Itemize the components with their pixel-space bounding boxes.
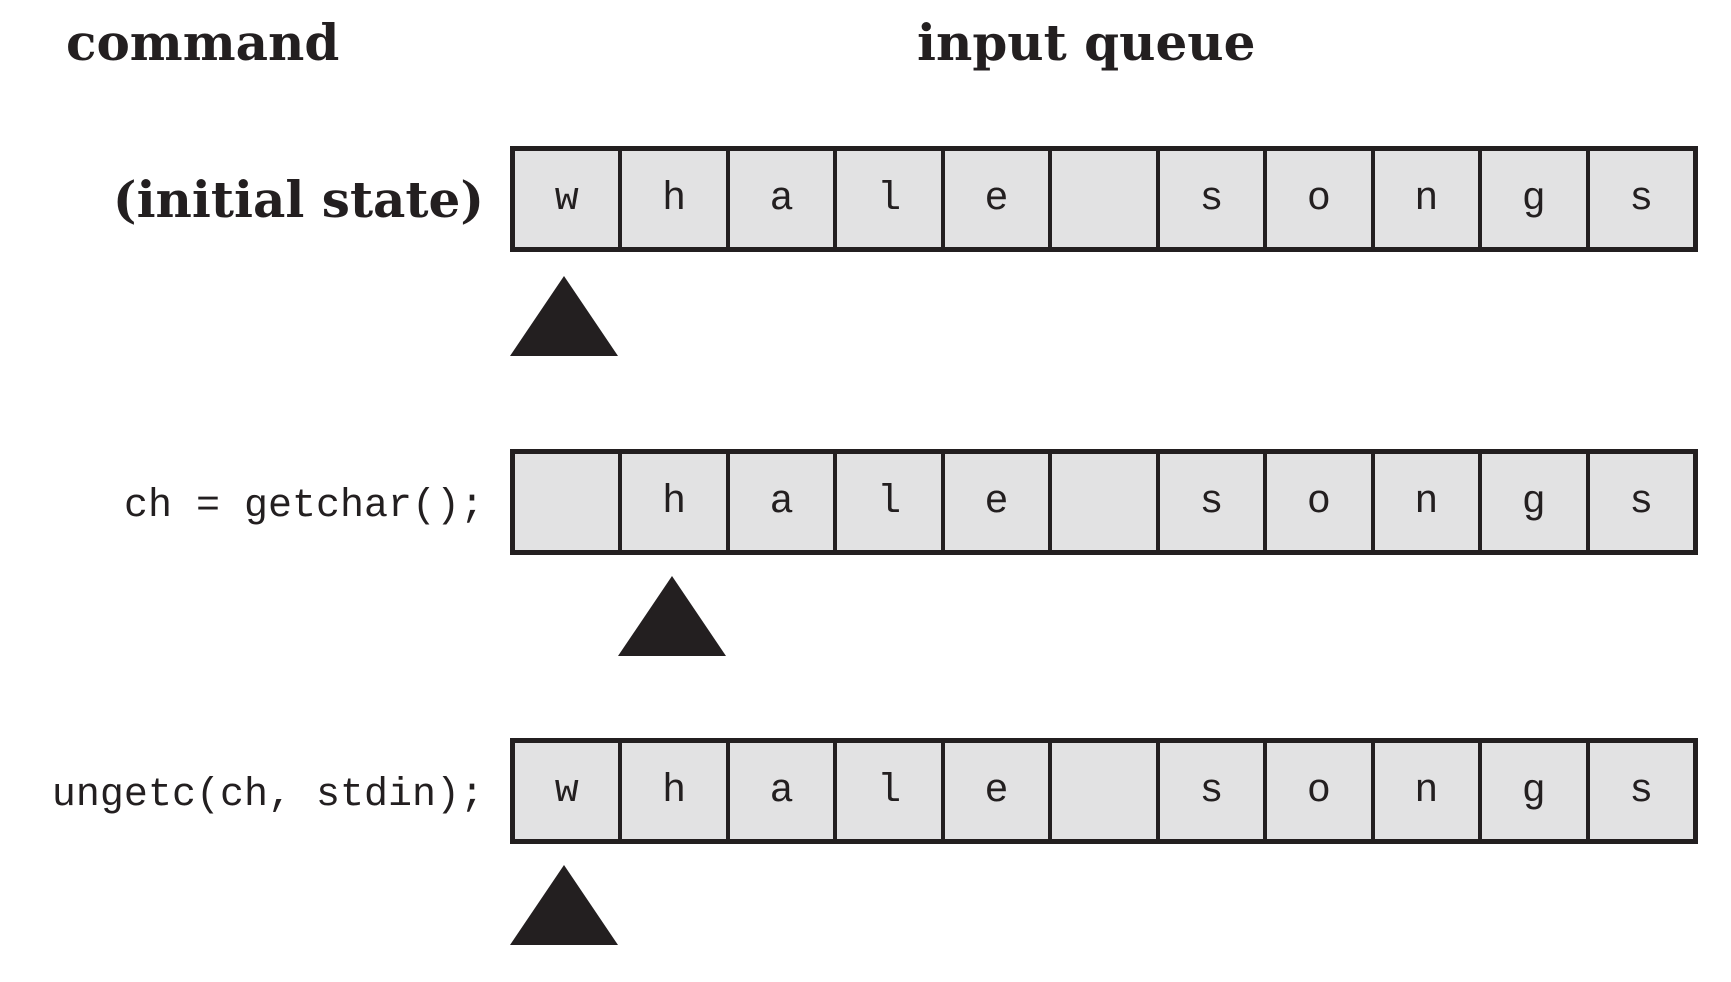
queue-cell: n <box>1374 454 1479 550</box>
command-label: ungetc(ch, stdin); <box>51 773 484 818</box>
queue-cell: a <box>729 151 834 247</box>
queue-cell: n <box>1374 743 1479 839</box>
command-label: (initial state) <box>112 170 484 229</box>
input-queue-column-header: input queue <box>917 13 1256 72</box>
queue-cell: e <box>944 743 1049 839</box>
queue-cell: l <box>837 743 941 839</box>
read-position-pointer-icon <box>510 865 618 945</box>
queue-cell: s <box>1159 151 1264 247</box>
queue-cell: o <box>1267 151 1371 247</box>
queue-cell: e <box>944 151 1049 247</box>
queue-cell <box>1052 151 1156 247</box>
queue-cell: s <box>1159 743 1264 839</box>
queue-cell: h <box>622 151 726 247</box>
read-position-pointer-icon <box>618 576 726 656</box>
queue-cell: g <box>1482 743 1586 839</box>
queue-cell: s <box>1589 743 1693 839</box>
queue-cell: o <box>1267 743 1371 839</box>
queue-cell: h <box>622 743 726 839</box>
queue-cell <box>1052 743 1156 839</box>
queue-cell: w <box>515 743 619 839</box>
queue-cell <box>1052 454 1156 550</box>
queue-cell: s <box>1589 454 1693 550</box>
queue-cell: e <box>944 454 1049 550</box>
command-label: ch = getchar(); <box>123 484 484 529</box>
queue-cell: a <box>729 743 834 839</box>
read-position-pointer-icon <box>510 276 618 356</box>
input-queue: w h a l e s o n g s <box>510 146 1698 252</box>
queue-cell: w <box>515 151 619 247</box>
input-queue: w h a l e s o n g s <box>510 738 1698 844</box>
queue-cell: a <box>729 454 834 550</box>
queue-cell: g <box>1482 454 1586 550</box>
queue-cell: s <box>1159 454 1264 550</box>
queue-cell: g <box>1482 151 1586 247</box>
command-column-header: command <box>66 13 340 72</box>
queue-cell: l <box>837 454 941 550</box>
queue-cell: s <box>1589 151 1693 247</box>
input-queue: h a l e s o n g s <box>510 449 1698 555</box>
queue-cell: o <box>1267 454 1371 550</box>
queue-cell: h <box>622 454 726 550</box>
queue-cell: n <box>1374 151 1479 247</box>
queue-cell: l <box>837 151 941 247</box>
queue-cell <box>515 454 619 550</box>
